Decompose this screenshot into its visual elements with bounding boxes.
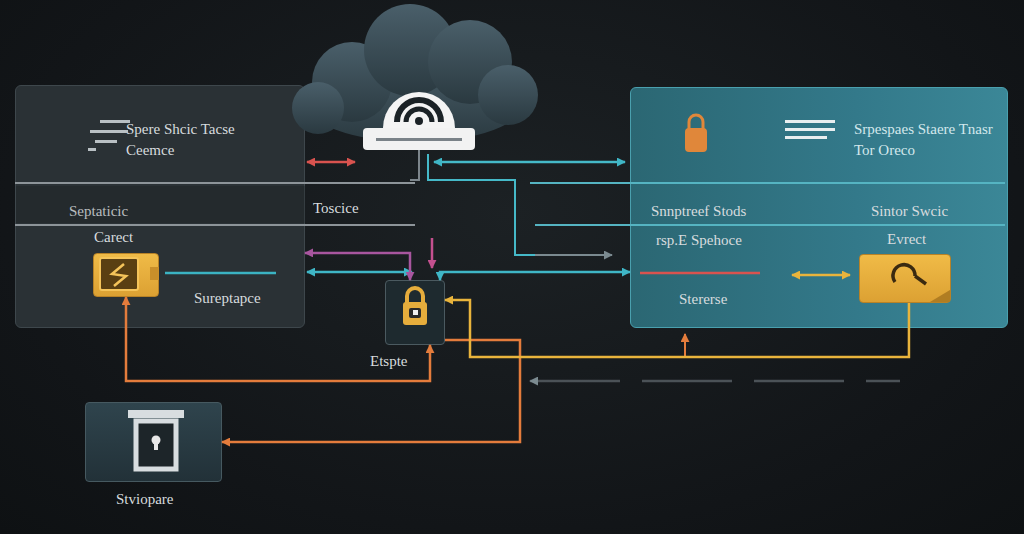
cloud-part — [303, 58, 527, 142]
panel-heading: Srpespaes Staere Tnasr Tor Oreco — [854, 119, 994, 161]
icon-bar — [785, 120, 835, 123]
box-label: Etspte — [370, 351, 408, 372]
item-label: Stererse — [679, 289, 727, 310]
document-icon — [893, 265, 950, 302]
icon-bar — [100, 120, 130, 123]
band-line — [535, 224, 1005, 226]
padlock-body — [685, 128, 707, 152]
band-line — [530, 182, 1005, 184]
chip-symbol — [112, 264, 126, 286]
icon-bar — [785, 128, 835, 131]
panel-heading: Spere Shcic Tacse Ceemce — [126, 119, 238, 161]
door-keyhole — [154, 443, 158, 450]
connector-arrow — [440, 272, 630, 280]
wire-arrow — [431, 238, 434, 268]
lock-glyph — [413, 310, 418, 315]
lock-face — [409, 308, 421, 318]
wifi-arc — [397, 100, 441, 122]
icon-box: Evrect — [859, 254, 951, 303]
lock-icon — [403, 288, 427, 325]
icon-box: Carect — [93, 253, 159, 297]
doc-curl — [930, 290, 950, 302]
door-lintel — [128, 410, 184, 418]
wire-arrow — [792, 274, 850, 277]
chip-tab — [150, 267, 159, 280]
connector-arrow — [305, 253, 410, 280]
lines-icon — [88, 120, 130, 151]
padlock-icon — [685, 115, 707, 152]
lock-shackle — [407, 288, 423, 303]
cloud-part — [364, 4, 456, 96]
cloud-part — [292, 82, 344, 134]
box-label: Carect — [94, 227, 133, 248]
router-dome — [383, 92, 455, 128]
wifi-arc — [406, 109, 432, 122]
band-label: Septaticic — [69, 201, 128, 222]
icon-bar — [785, 136, 827, 139]
band-line — [15, 224, 415, 226]
item-label: rsp.E Spehoce — [656, 230, 742, 251]
router-icon — [363, 92, 475, 150]
item-label: Sureptapce — [194, 288, 261, 309]
free-label: Toscice — [313, 198, 359, 219]
icon-bar — [95, 140, 117, 143]
storage-box: Stviopare — [85, 402, 222, 482]
service-panel: Spere Shcic Tacse CeemceSeptaticicSurept… — [15, 85, 305, 328]
doc-symbol — [915, 276, 926, 284]
wire — [428, 154, 535, 255]
door-frame — [136, 421, 176, 469]
service-panel: Srpespaes Staere Tnasr Tor OrecoSnnptree… — [630, 87, 1008, 328]
wire — [640, 272, 760, 275]
cloud-part — [428, 20, 512, 104]
icon-bar — [88, 148, 96, 151]
doc-symbol — [893, 265, 915, 282]
wire-arrow — [535, 254, 612, 256]
band-label: Snnptreef Stods — [651, 201, 746, 222]
wire-arrow — [434, 161, 625, 164]
wire-arrow — [530, 380, 900, 383]
wifi-dot — [415, 117, 423, 125]
router-slot — [376, 138, 462, 141]
wire-arrow — [307, 161, 355, 164]
box-label: Evrect — [887, 229, 926, 250]
lock-box: Etspte — [385, 280, 445, 345]
chip-icon — [100, 258, 159, 290]
band-line — [15, 182, 415, 184]
cloud-shape — [292, 4, 538, 142]
cloud-part — [478, 65, 538, 125]
lines-icon — [785, 120, 835, 139]
wire-arrow — [684, 334, 686, 356]
door-icon — [128, 410, 184, 469]
band — [16, 186, 305, 223]
connector-arrow — [126, 297, 430, 381]
wire — [410, 150, 419, 180]
door-keyhole — [152, 436, 161, 445]
band-label: Sintor Swcic — [871, 201, 948, 222]
cloud-part — [312, 42, 392, 122]
lock-body — [403, 302, 427, 325]
wire-arrow — [307, 271, 412, 274]
wire — [165, 272, 276, 275]
icon-bar — [90, 130, 128, 133]
padlock-shackle — [689, 115, 703, 130]
router-base — [363, 128, 475, 150]
chip-face — [100, 258, 138, 290]
connector-arrow — [445, 300, 909, 357]
connector-arrow — [222, 340, 520, 442]
box-label: Stviopare — [116, 489, 174, 510]
